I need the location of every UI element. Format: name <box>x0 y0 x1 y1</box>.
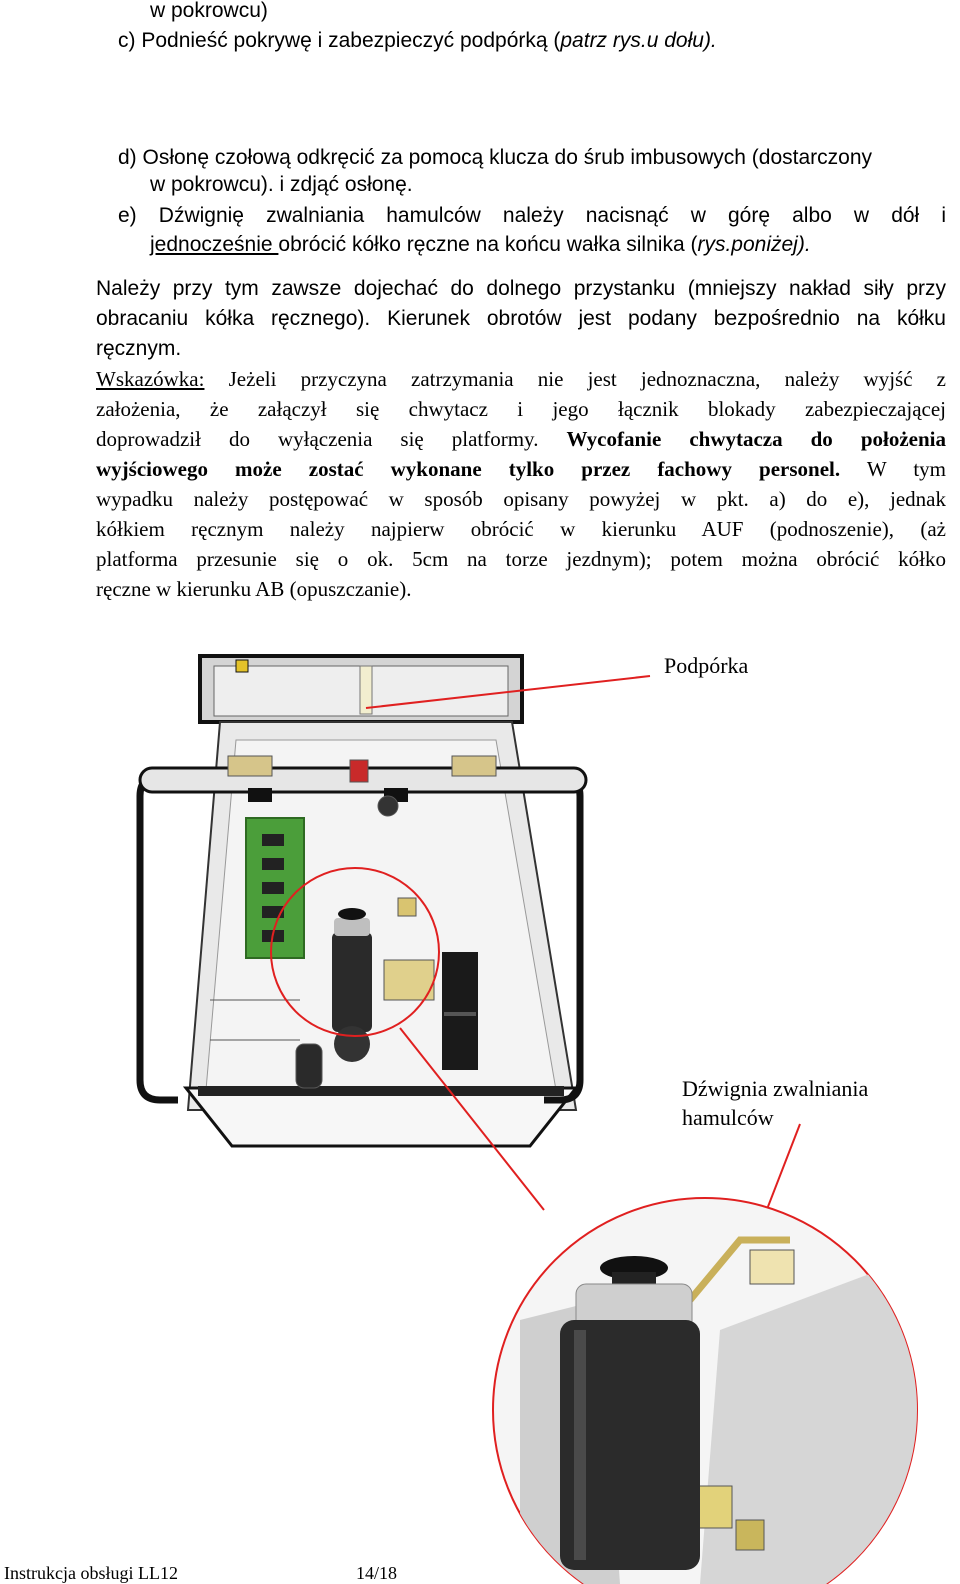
step-d-line-2: w pokrowcu). i zdjąć osłonę. <box>150 173 413 196</box>
step-d-line-1: d) Osłonę czołową odkręcić za pomocą klu… <box>118 146 873 169</box>
step-e-ref: rys.poniżej). <box>697 233 811 256</box>
note-line-1: Wskazówka: Jeżeli przyczyna zatrzymania … <box>96 366 946 392</box>
text-line-1: w pokrowcu) <box>150 0 268 22</box>
step-e-underlined: jednocześnie <box>150 233 279 256</box>
step-c-text: c) Podnieść pokrywę i zabezpieczyć podpó… <box>118 29 561 52</box>
note-line-6: kółkiem ręcznym należy najpierw obrócić … <box>96 517 946 541</box>
note-label: Wskazówka: <box>96 367 205 391</box>
step-e-text: obrócić kółko ręczne na końcu wałka siln… <box>278 233 698 256</box>
step-c-ref: patrz rys.u dołu). <box>560 29 717 52</box>
step-e-line-2: jednocześnie obrócić kółko ręczne na koń… <box>150 232 811 258</box>
note-text-3: doprowadził do wyłączenia się platformy. <box>96 427 567 451</box>
note-line-7: platforma przesunie się o ok. 5cm na tor… <box>96 547 946 571</box>
note-bold-2: wyjściowego może zostać wykonane tylko p… <box>96 457 841 481</box>
label-brake-line-2: hamulców <box>682 1105 774 1130</box>
circuit-board <box>245 817 305 959</box>
note-text-1: Jeżeli przyczyna zatrzymania nie jest je… <box>204 367 946 391</box>
para1-line-3: ręcznym. <box>96 337 182 360</box>
page-number: 14/18 <box>356 1563 398 1583</box>
mechanics <box>210 755 497 1089</box>
note-line-2: założenia, że załączył się chwytacz i je… <box>96 397 946 421</box>
note-line-4: wyjściowego może zostać wykonane tylko p… <box>96 456 946 482</box>
detail-connector <box>399 1027 545 1211</box>
battery <box>442 952 478 1070</box>
para1-line-1: Należy przy tym zawsze dojechać do dolne… <box>96 277 946 300</box>
note-line-5: wypadku należy postępować w sposób opisa… <box>96 487 946 511</box>
para1-line-2: obracaniu kółka ręcznego). Kierunek obro… <box>96 307 946 330</box>
note-bold-1: Wycofanie chwytacza do położenia <box>566 427 946 451</box>
lid <box>198 654 524 724</box>
label-brake-line-1: Dźwignia zwalniania <box>682 1076 869 1101</box>
note-line-3: doprowadził do wyłączenia się platformy.… <box>96 426 946 452</box>
detail-circle <box>270 867 440 1037</box>
motor <box>332 908 372 1062</box>
step-e-line-1: e) Dźwignię zwalniania hamulców należy n… <box>118 204 946 227</box>
footer-title: Instrukcja obsługi LL12 <box>4 1563 178 1583</box>
note-text-4: W tym <box>840 457 946 481</box>
note-line-8: ręczne w kierunku AB (opuszczanie). <box>96 577 412 601</box>
callout-line-support <box>365 675 651 709</box>
step-c: c) Podnieść pokrywę i zabezpieczyć podpó… <box>118 28 717 54</box>
detail-view <box>492 1197 918 1584</box>
label-support: Podpórka <box>664 653 749 678</box>
